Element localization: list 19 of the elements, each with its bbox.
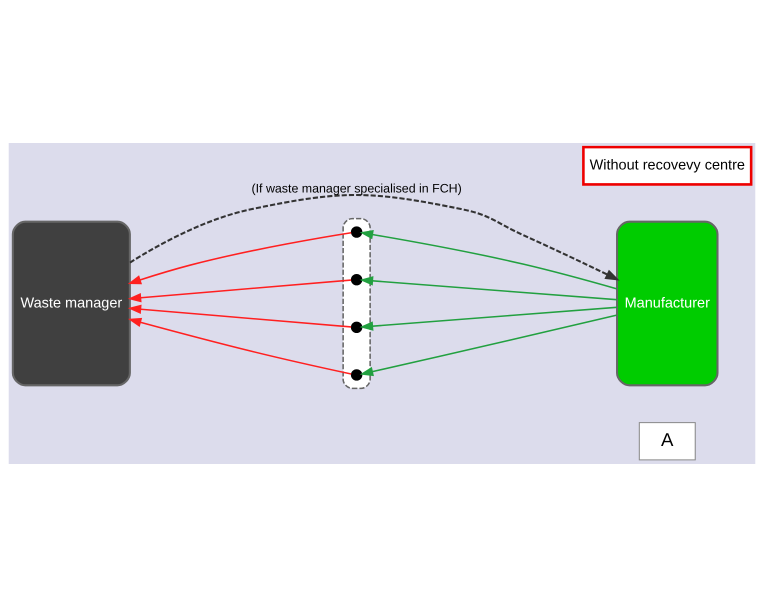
arrow	[128, 231, 352, 284]
cluster	[342, 217, 371, 389]
node-circle	[350, 273, 362, 285]
node-box: Waste manager	[12, 220, 131, 386]
node-circle	[350, 368, 362, 380]
node-box: Without recovevy centre	[582, 145, 752, 186]
arrow	[128, 304, 352, 328]
node-circle	[350, 226, 362, 238]
arrow	[360, 314, 617, 376]
arrow	[360, 276, 618, 300]
node-box: A	[638, 422, 696, 460]
node-circle	[350, 321, 362, 333]
edge-label: (If waste manager specialised in FCH)	[251, 180, 462, 195]
arrow	[128, 278, 352, 302]
arrow	[128, 317, 352, 374]
node-box: Manufacturer	[616, 220, 719, 386]
arrow	[360, 229, 618, 290]
arrow	[360, 306, 618, 330]
arrow	[129, 193, 620, 280]
